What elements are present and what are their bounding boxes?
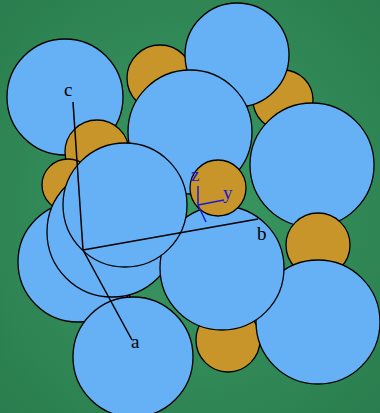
axis-label: y	[223, 183, 233, 202]
axis-label: a	[131, 332, 139, 351]
axis-label: z	[191, 165, 199, 184]
cartesian-axes	[198, 186, 224, 222]
cell-axes	[73, 102, 258, 340]
atoms	[7, 3, 380, 413]
axis-label: b	[257, 224, 267, 243]
axis-label: c	[64, 80, 72, 99]
